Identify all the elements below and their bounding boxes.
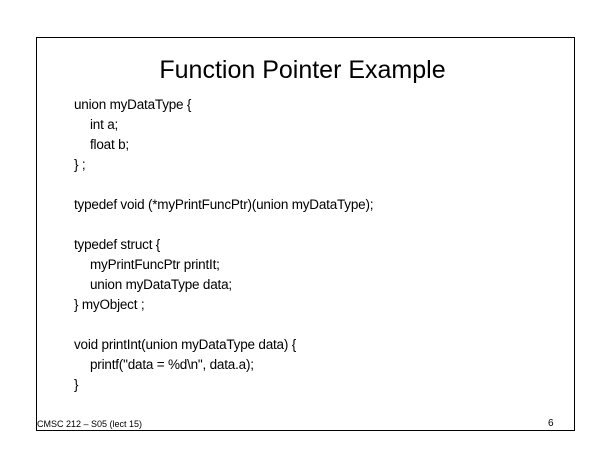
code-line: int a; (90, 117, 119, 132)
code-line: union myDataType { (74, 97, 192, 112)
code-line: typedef struct { (74, 237, 161, 252)
code-line: union myDataType data; (90, 277, 232, 292)
code-line: myPrintFuncPtr printIt; (90, 257, 220, 272)
slide-title: Function Pointer Example (159, 56, 446, 84)
code-line: printf("data = %d\n", data.a); (90, 357, 254, 372)
code-line: typedef void (*myPrintFuncPtr)(union myD… (74, 197, 374, 212)
code-line: } myObject ; (74, 297, 145, 312)
code-line: } (74, 377, 79, 392)
slide-footer: CMSC 212 – S05 (lect 15) (37, 419, 143, 429)
code-line: } ; (74, 157, 86, 172)
page-number: 6 (548, 418, 554, 429)
code-line: void printInt(union myDataType data) { (74, 337, 297, 352)
slide-frame (36, 37, 575, 431)
code-line: float b; (90, 137, 129, 152)
